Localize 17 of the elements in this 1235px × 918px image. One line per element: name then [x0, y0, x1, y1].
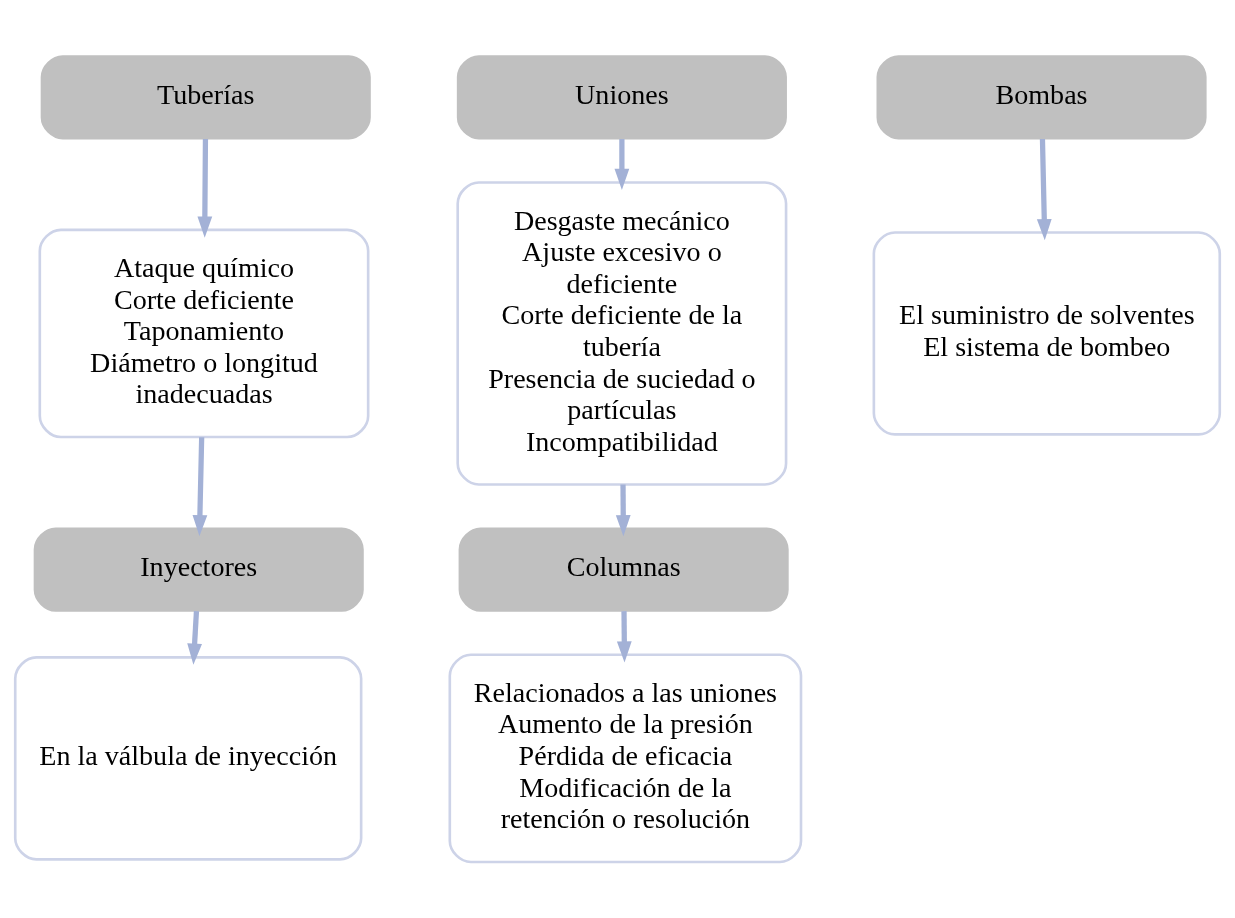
- node-box: Desgaste mecánico Ajuste excesivo o deficiente Corte deficiente de la tubería Presencia de suciedad o partículas Incompatibilidad: [456, 181, 788, 486]
- node-box: Ataque químico Corte deficiente Taponamiento Diámetro o longitud inadecuadas: [38, 228, 370, 439]
- arrow: [616, 611, 632, 663]
- arrow: [187, 610, 202, 665]
- arrow: [197, 139, 213, 238]
- node-box: Tuberías: [40, 55, 371, 140]
- node-box: Uniones: [456, 55, 787, 140]
- node-box: Bombas: [876, 55, 1207, 140]
- node-box: Inyectores: [33, 527, 364, 612]
- node-box: En la válbula de inyección: [13, 656, 363, 861]
- arrow: [192, 437, 208, 537]
- arrow: [615, 484, 631, 537]
- node-box: Relacionados a las uniones Aumento de la presión Pérdida de eficacia Modificación de la retención o resolución: [448, 653, 803, 864]
- node-box: Columnas: [458, 527, 789, 612]
- arrow: [614, 139, 630, 190]
- node-box: El suministro de solventes El sistema de bombeo: [872, 231, 1222, 436]
- arrow: [1036, 138, 1052, 241]
